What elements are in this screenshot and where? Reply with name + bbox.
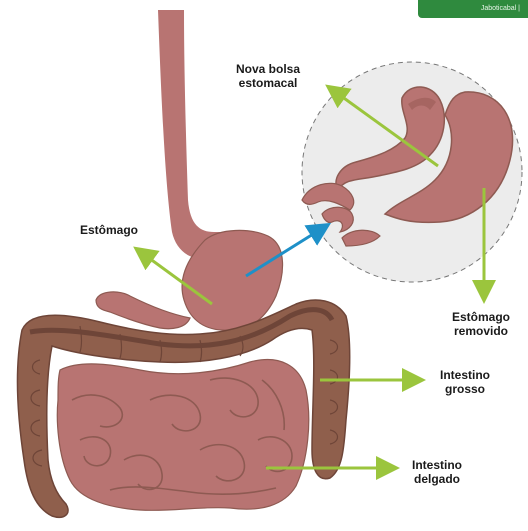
label-nova-bolsa-estomacal: Nova bolsa estomacal — [236, 62, 300, 90]
label-nova-bolsa-line2: estomacal — [236, 76, 300, 90]
label-intestino-grosso: Intestino grosso — [440, 368, 490, 396]
duodenum-shape — [96, 292, 190, 329]
esophagus-shape — [158, 10, 236, 259]
label-intestino-grosso-line1: Intestino — [440, 368, 490, 382]
label-nova-bolsa-line1: Nova bolsa — [236, 62, 300, 76]
label-estomago-text: Estômago — [80, 223, 138, 237]
label-estomago: Estômago — [80, 223, 138, 237]
label-intestino-delgado-line1: Intestino — [412, 458, 462, 472]
label-intestino-delgado-line2: delgado — [412, 472, 462, 486]
label-estomago-removido: Estômago removido — [452, 310, 510, 338]
label-intestino-delgado: Intestino delgado — [412, 458, 462, 486]
label-estomago-removido-line2: removido — [452, 324, 510, 338]
label-intestino-grosso-line2: grosso — [440, 382, 490, 396]
label-estomago-removido-line1: Estômago — [452, 310, 510, 324]
small-intestine-shape — [57, 360, 308, 511]
institution-badge: Jaboticabal | — [418, 0, 528, 18]
